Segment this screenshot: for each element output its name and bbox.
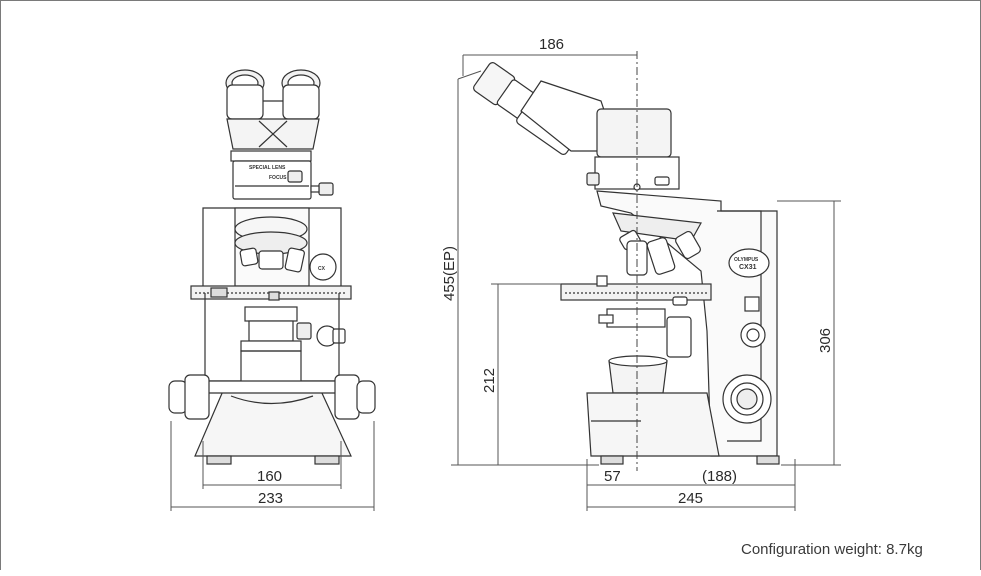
front-side-knob	[318, 182, 334, 196]
side-switch	[744, 296, 760, 312]
side-head-block	[596, 108, 672, 158]
front-eyepieces	[225, 69, 321, 150]
side-height-stage-label: 212	[481, 368, 498, 393]
side-stage	[560, 283, 712, 301]
side-depth-rear-label: (188)	[702, 468, 737, 485]
side-brand-badge	[728, 248, 770, 278]
side-model-text: CX31	[739, 264, 757, 271]
front-brand-text: CX	[318, 266, 326, 272]
front-coarse-knob-right	[334, 374, 360, 420]
side-dimensions	[451, 54, 841, 511]
side-offset-front-label: 57	[604, 468, 621, 485]
configuration-weight: Configuration weight: 8.7kg	[741, 541, 923, 558]
front-base	[194, 390, 352, 457]
side-height-total-label: 455(EP)	[441, 246, 458, 301]
front-dimensions	[170, 421, 375, 511]
side-condenser	[606, 308, 666, 328]
side-brand-text: OLYMPUS	[734, 257, 759, 263]
front-label-focus: FOCUS	[269, 175, 287, 181]
front-view: SPECIAL LENS FOCUS CX	[168, 69, 376, 465]
front-brand-badge	[309, 253, 337, 281]
front-width-inner-label: 160	[257, 468, 282, 485]
side-depth-total-label: 245	[678, 490, 703, 507]
front-coarse-knob-left	[168, 380, 188, 414]
front-condenser	[244, 306, 298, 322]
front-width-outer-label: 233	[258, 490, 283, 507]
side-base	[586, 392, 720, 457]
side-height-body-label: 306	[817, 328, 834, 353]
front-label-special-lens: SPECIAL LENS	[249, 165, 286, 171]
front-head-base	[230, 150, 312, 162]
side-depth-top-label: 186	[539, 36, 564, 53]
side-view: OLYMPUS CX31	[473, 62, 780, 465]
